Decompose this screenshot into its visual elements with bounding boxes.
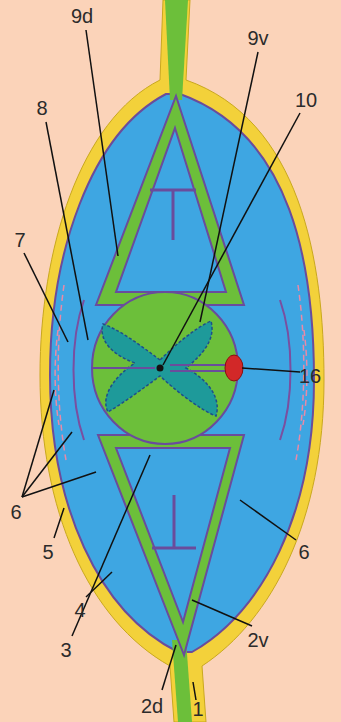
vessel-tract — [170, 365, 228, 371]
callout-number: 3 — [60, 640, 71, 660]
ventral-septum — [152, 495, 196, 548]
callout-number: 1 — [192, 699, 203, 719]
callout-number: 7 — [14, 230, 25, 250]
callout-number: 8 — [36, 98, 47, 118]
dorsal-septum — [150, 190, 196, 240]
ventral-root-region — [98, 435, 244, 655]
central-canal — [157, 365, 164, 372]
callout-number: 5 — [42, 542, 53, 562]
callout-number: 16 — [299, 366, 321, 386]
nerve-root-top — [165, 0, 188, 100]
leader-lines — [22, 30, 300, 700]
median-fissure — [93, 367, 155, 369]
dorsal-pocket — [116, 128, 226, 292]
spinal-cord — [92, 292, 238, 444]
callout-number: 4 — [74, 600, 85, 620]
ventral-pocket — [116, 448, 230, 622]
callout-number: 6 — [10, 502, 21, 522]
dorsal-root-region — [96, 96, 244, 305]
callout-number: 10 — [295, 90, 317, 110]
dashed-trabeculae — [55, 285, 307, 460]
dura-outline — [40, 0, 324, 722]
callout-number: 2v — [247, 630, 268, 650]
subarachnoid-space — [50, 94, 314, 652]
callout-number: 2d — [141, 696, 163, 716]
callout-number: 6 — [298, 542, 309, 562]
blood-vessel — [225, 355, 243, 381]
callout-number: 9v — [247, 28, 268, 48]
callout-number: 9d — [71, 6, 93, 26]
